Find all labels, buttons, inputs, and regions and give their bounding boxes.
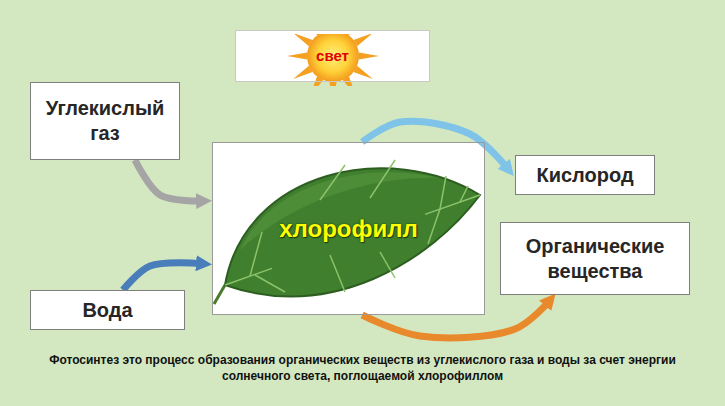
leaf-picture <box>214 160 480 304</box>
node-label: Углекислый газ <box>39 96 171 146</box>
node-label: свет <box>316 47 349 66</box>
output-box: Органические вещества <box>500 222 690 295</box>
flow-arrow <box>362 302 548 338</box>
leaf-stem <box>214 285 225 304</box>
input-box: Вода <box>30 290 185 330</box>
sun-disc <box>307 34 359 82</box>
sun-picture <box>287 34 379 86</box>
input-box: Углекислый газ <box>30 82 180 160</box>
flow-arrow <box>123 263 201 290</box>
leaf-panel <box>212 142 485 315</box>
leaf-box: хлорофилл <box>212 142 485 315</box>
leaf-veins <box>225 160 480 292</box>
node-label: хлорофилл <box>279 214 418 244</box>
light-source: свет <box>235 30 430 82</box>
node-label: Вода <box>82 298 132 323</box>
output-box: Кислород <box>515 155 655 195</box>
leaf-highlight <box>240 172 440 250</box>
caption: Фотосинтез это процесс образования орган… <box>0 352 725 384</box>
leaf-blade <box>225 168 480 296</box>
flow-arrow <box>135 160 201 201</box>
flow-arrow <box>362 121 507 167</box>
sun-panel <box>235 30 430 82</box>
sun-rays <box>287 34 379 86</box>
node-label: Кислород <box>536 163 633 188</box>
node-label: Органические вещества <box>509 234 681 284</box>
